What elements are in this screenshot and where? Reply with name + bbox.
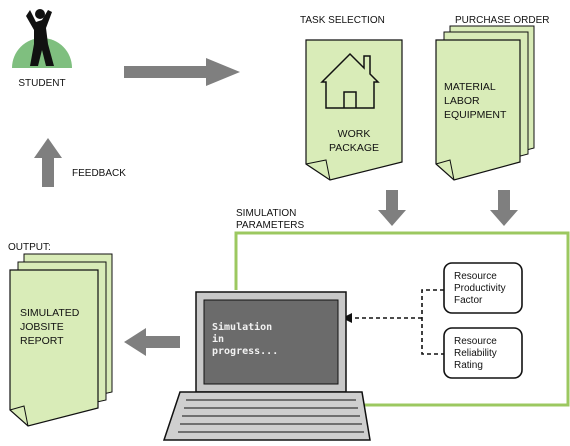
work-package-document: WORK PACKAGE <box>305 39 403 181</box>
output-line-3: REPORT <box>20 335 64 347</box>
work-package-line-2: PACKAGE <box>329 142 379 154</box>
parameter-box <box>443 327 523 379</box>
page-fold <box>305 159 331 181</box>
parameter-line: Factor <box>454 295 483 306</box>
student-figure <box>12 9 72 68</box>
student-icon <box>26 10 54 66</box>
laptop-screen <box>203 299 339 385</box>
page-fold <box>435 159 455 181</box>
parameter-box <box>443 262 523 314</box>
output-line-1: SIMULATED <box>20 307 80 319</box>
screen-line-1: Simulation <box>212 321 272 333</box>
work-package-page <box>305 39 403 181</box>
output-page <box>9 269 99 427</box>
parameter-box-reliability: Resource Reliability Rating <box>443 327 523 379</box>
equipment-text: EQUIPMENT <box>444 109 507 121</box>
task-selection-heading: TASK SELECTION <box>300 15 385 26</box>
purchase-order-heading: PURCHASE ORDER <box>455 15 549 26</box>
keyboard <box>178 399 364 433</box>
feedback-label: FEEDBACK <box>72 168 126 179</box>
parameter-line: Resource <box>454 271 497 282</box>
simulation-parameters-line-1: SIMULATION <box>236 208 296 219</box>
purchase-order-page <box>435 39 521 181</box>
material-text: MATERIAL <box>444 81 496 93</box>
parameter-line: Reliability <box>454 348 497 359</box>
connector-bracket <box>421 289 444 355</box>
parameter-line: Resource <box>454 336 497 347</box>
screen-line-3: progress... <box>212 346 278 357</box>
student-background <box>12 38 72 68</box>
page-fold <box>9 405 29 427</box>
feedback-arrow <box>34 138 62 187</box>
work-package-line-1: WORK <box>338 128 371 140</box>
output-arrow <box>124 328 180 356</box>
screen-line-2: in <box>212 333 224 345</box>
purchase-order-documents: MATERIAL LABOR EQUIPMENT <box>435 25 535 181</box>
output-heading: OUTPUT: <box>8 242 51 253</box>
simulation-parameters-frame <box>234 231 570 407</box>
simulation-parameters-line-2: PARAMETERS <box>236 220 304 231</box>
output-documents: SIMULATED JOBSITE REPORT <box>9 253 113 427</box>
labor-text: LABOR <box>444 95 480 107</box>
purchase-down-arrow <box>490 190 518 226</box>
output-line-2: JOBSITE <box>20 321 64 333</box>
task-down-arrow <box>378 190 406 226</box>
parameter-box-productivity: Resource Productivity Factor <box>443 262 523 314</box>
student-label: STUDENT <box>18 78 65 89</box>
parameter-line: Productivity <box>454 283 506 294</box>
house-icon <box>320 52 380 109</box>
parameter-connector <box>352 289 444 355</box>
laptop: Simulation in progress... <box>162 291 371 441</box>
connector-arrowhead <box>342 313 352 323</box>
student-to-task-arrow <box>124 58 240 86</box>
parameter-line: Rating <box>454 360 483 371</box>
student-head-icon <box>35 9 45 19</box>
